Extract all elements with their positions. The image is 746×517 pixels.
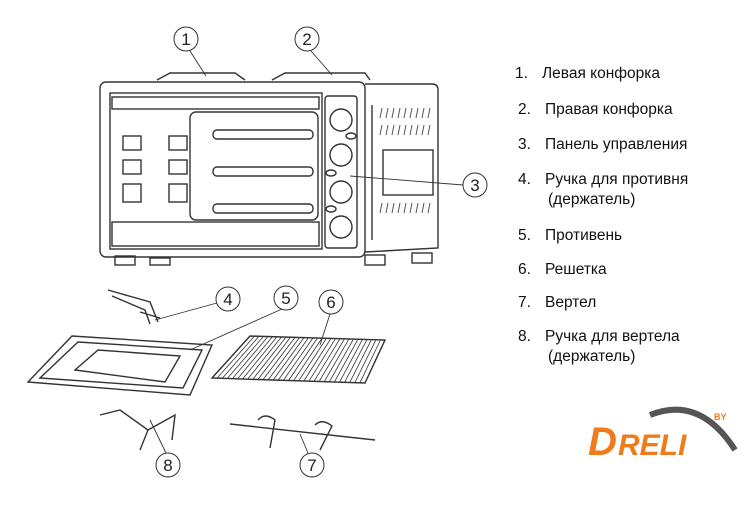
svg-text:BY: BY	[714, 412, 727, 422]
svg-text:RELI: RELI	[618, 429, 687, 462]
legend-item: 4.Ручка для противня(держатель)	[518, 171, 689, 208]
legend-item: 6.Решетка	[518, 261, 607, 278]
svg-text:6: 6	[326, 293, 335, 312]
callout-7: 7	[299, 452, 325, 478]
svg-text:1: 1	[181, 30, 190, 49]
callout-4: 4	[215, 286, 241, 312]
callout-3: 3	[462, 172, 488, 198]
callout-6: 6	[318, 289, 344, 315]
left-burner	[156, 72, 246, 81]
svg-text:3: 3	[470, 176, 479, 195]
callout-1: 1	[173, 26, 199, 52]
tray-handle	[107, 289, 161, 325]
vent-slots	[379, 107, 431, 214]
legend-item: 2.Правая конфорка	[518, 101, 673, 118]
callout-5: 5	[273, 285, 299, 311]
svg-text:2: 2	[302, 30, 311, 49]
svg-text:7: 7	[307, 456, 316, 475]
callout-8: 8	[155, 452, 181, 478]
legend-item: 3.Панель управления	[518, 136, 688, 153]
legend-item: 7.Вертел	[518, 294, 597, 311]
rotisserie-spit	[229, 415, 376, 451]
baking-tray	[26, 335, 214, 396]
svg-text:8: 8	[163, 456, 172, 475]
svg-text:D: D	[588, 420, 617, 464]
wire-rack	[210, 335, 387, 384]
legend-item: 1.Левая конфорка	[515, 65, 661, 82]
callout-2: 2	[294, 26, 320, 52]
spit-handle	[99, 409, 176, 451]
legend-item: 8.Ручка для вертела(держатель)	[518, 328, 680, 365]
control-knobs	[325, 108, 357, 239]
dreli-logo: D RELI BY	[588, 406, 738, 464]
svg-text:4: 4	[223, 290, 232, 309]
legend-item: 5.Противень	[518, 227, 623, 244]
leader-lines	[149, 50, 464, 454]
oven-body	[99, 81, 439, 266]
svg-text:5: 5	[281, 289, 290, 308]
right-burner	[271, 72, 371, 81]
callout-markers: 1 2 3 4 5 6 7 8	[155, 26, 488, 478]
